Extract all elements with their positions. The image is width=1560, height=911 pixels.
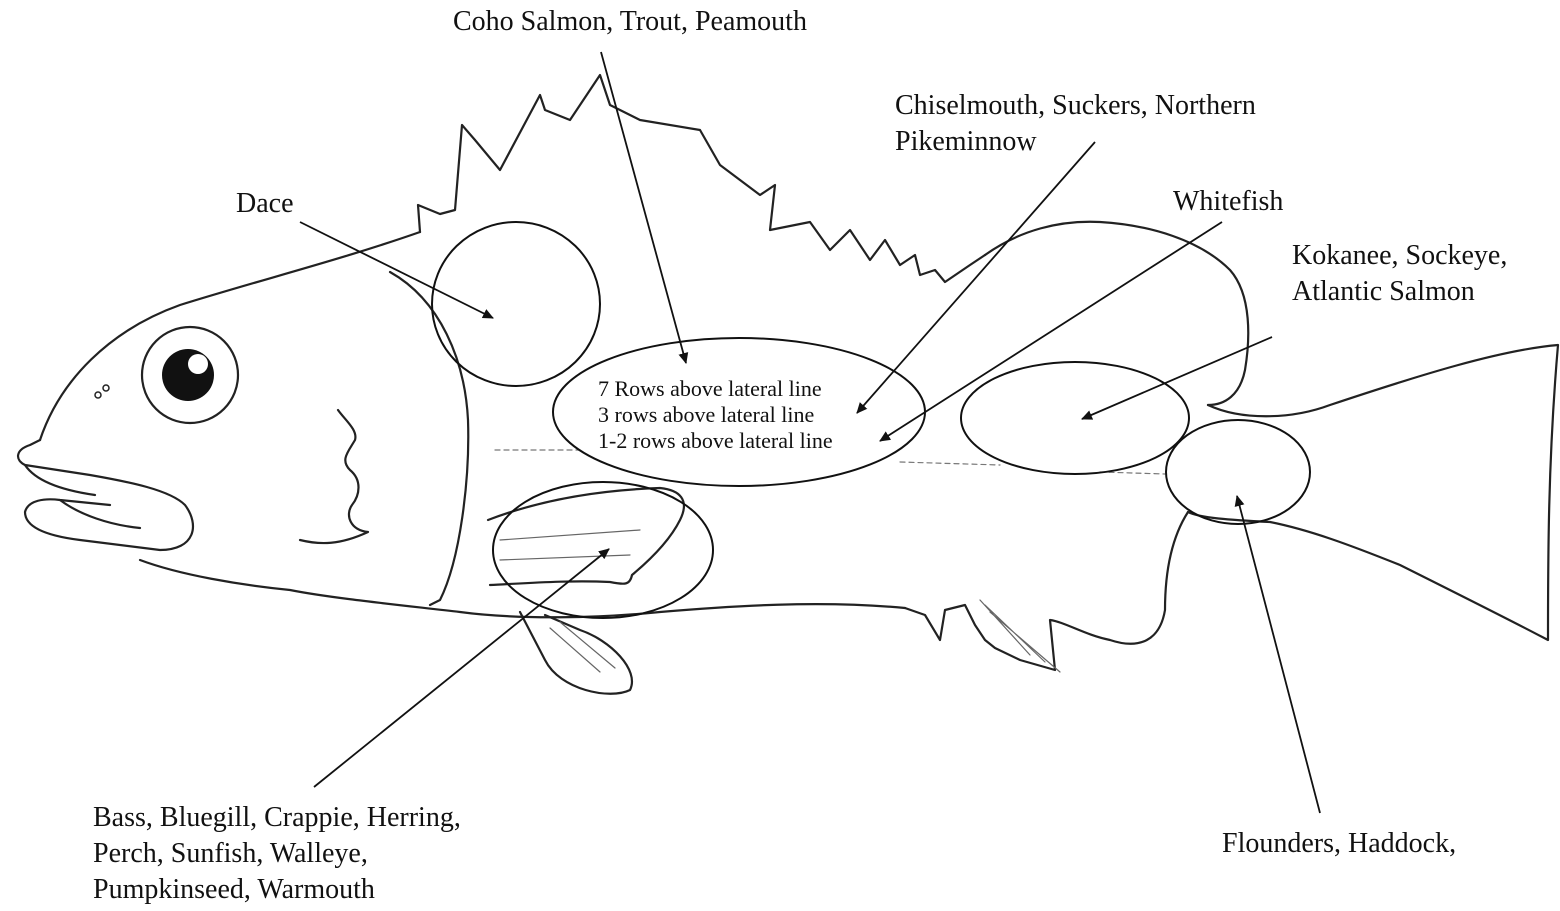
mouth-outline (18, 440, 193, 550)
arrow-bass (314, 549, 609, 787)
arrow-chiselmouth (857, 142, 1095, 413)
nostril (95, 392, 101, 398)
pectoral-fin (488, 488, 684, 585)
region-flounders (1166, 420, 1310, 524)
soft-dorsal-fin (985, 222, 1248, 405)
label-rows-3: 3 rows above lateral line (598, 402, 833, 428)
region-kokanee (961, 362, 1189, 474)
label-dace: Dace (236, 186, 294, 222)
label-kokanee-line2: Atlantic Salmon (1292, 274, 1507, 310)
anal-fin (905, 512, 1188, 670)
region-bass (493, 482, 713, 618)
pelvic-fin (520, 612, 632, 694)
label-bass-line3: Pumpkinseed, Warmouth (93, 872, 461, 908)
arrow-dace (300, 222, 493, 318)
label-bass: Bass, Bluegill, Crappie, Herring, Perch,… (93, 800, 461, 908)
gill-cover (390, 272, 468, 605)
eye-pupil (162, 349, 214, 401)
label-rows-7: 7 Rows above lateral line (598, 376, 833, 402)
label-chiselmouth-line2: Pikeminnow (895, 124, 1256, 160)
tail-fin-outline (1188, 345, 1558, 640)
label-flounders-text: Flounders, Haddock, (1222, 828, 1456, 859)
label-kokanee-line1: Kokanee, Sockeye, (1292, 238, 1507, 274)
label-bass-line2: Perch, Sunfish, Walleye, (93, 836, 461, 872)
sampling-regions (432, 222, 1310, 618)
label-kokanee: Kokanee, Sockeye, Atlantic Salmon (1292, 238, 1507, 310)
label-flounders: Flounders, Haddock, (1222, 826, 1456, 862)
label-bass-line1: Bass, Bluegill, Crappie, Herring, (93, 800, 461, 836)
label-whitefish-text: Whitefish (1173, 186, 1283, 217)
belly-outline (140, 560, 905, 617)
label-chiselmouth-line1: Chiselmouth, Suckers, Northern (895, 88, 1256, 124)
label-row-counts: 7 Rows above lateral line 3 rows above l… (598, 376, 833, 454)
label-coho: Coho Salmon, Trout, Peamouth (453, 4, 807, 40)
region-dace (432, 222, 600, 386)
label-coho-text: Coho Salmon, Trout, Peamouth (453, 6, 807, 37)
label-chiselmouth: Chiselmouth, Suckers, Northern Pikeminno… (895, 88, 1256, 160)
arrow-flounders (1237, 496, 1320, 813)
label-rows-1-2: 1-2 rows above lateral line (598, 428, 833, 454)
head-top-outline (40, 232, 420, 440)
label-dace-text: Dace (236, 188, 294, 219)
arrow-coho (601, 52, 686, 363)
label-whitefish: Whitefish (1173, 184, 1283, 220)
arrow-whitefish (880, 222, 1222, 441)
preopercle (300, 410, 368, 543)
